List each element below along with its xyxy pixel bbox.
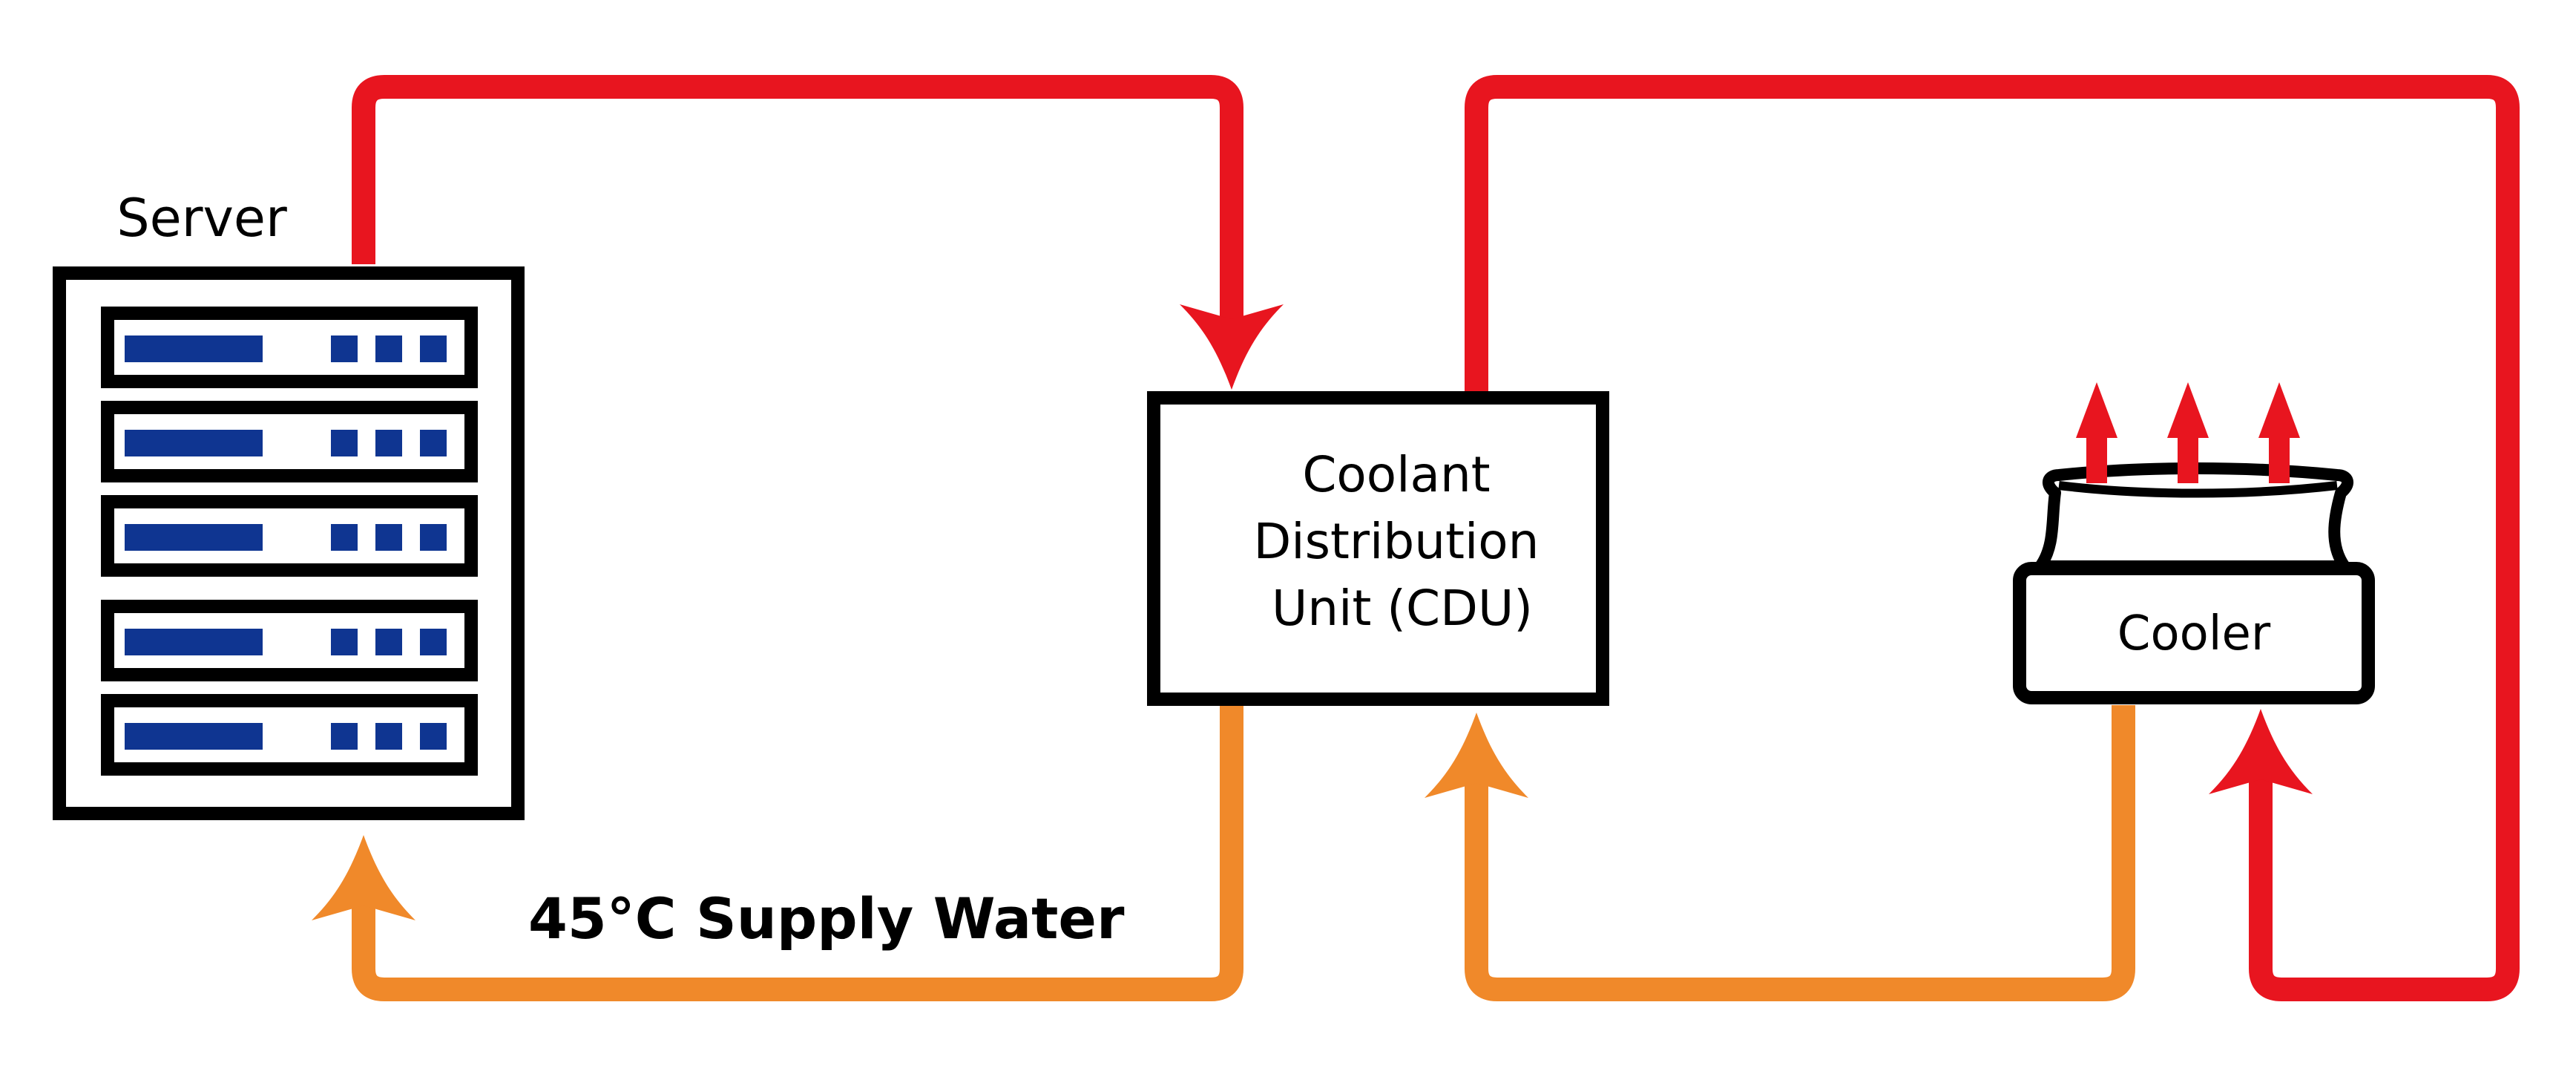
heat-release-arrow-icon <box>2076 382 2117 483</box>
cdu-box <box>1147 391 1609 706</box>
arrow-up-into-cooler-icon <box>2209 709 2313 794</box>
cooler-rim <box>2058 481 2338 498</box>
server-led <box>375 524 402 551</box>
hot-pipe-cdu-to-cooler <box>1465 75 2520 1001</box>
server-unit <box>101 694 478 776</box>
supply-pipe-cooler-to-cdu <box>1465 705 2135 1001</box>
server-led <box>375 723 402 750</box>
server-led <box>420 723 447 750</box>
server-led <box>331 723 358 750</box>
server-led <box>420 430 447 456</box>
cdu-label-line1: Coolant <box>1302 446 1490 503</box>
heat-release-arrow-icon <box>2258 382 2300 483</box>
server-led <box>420 524 447 551</box>
server-led-bar <box>125 629 263 655</box>
server-led-bar <box>125 335 263 362</box>
hot-pipe-server-to-cdu <box>352 75 1243 327</box>
supply-water-label: 45°C Supply Water <box>528 886 1125 952</box>
server-unit <box>101 401 478 482</box>
server-label: Server <box>116 188 287 249</box>
server-rack-icon <box>53 266 525 820</box>
heat-release-arrow-icon <box>2167 382 2209 483</box>
server-led <box>331 335 358 362</box>
server-led-bar <box>125 723 263 750</box>
server-led <box>375 430 402 456</box>
server-unit <box>101 495 478 577</box>
supply-pipe-cdu-to-server <box>352 705 1243 1001</box>
cooler-icon <box>2013 382 2375 704</box>
arrow-down-into-cdu-icon <box>1180 304 1284 390</box>
server-led <box>331 524 358 551</box>
server-led-bar <box>125 430 263 456</box>
cdu-label-line3: Unit (CDU) <box>1272 580 1533 637</box>
cooler-label: Cooler <box>2117 606 2271 661</box>
server-led <box>331 430 358 456</box>
arrow-up-into-cdu-icon <box>1425 713 1528 798</box>
server-unit <box>101 307 478 388</box>
server-led <box>420 629 447 655</box>
server-led <box>331 629 358 655</box>
server-unit <box>101 600 478 681</box>
server-led-bar <box>125 524 263 551</box>
server-led <box>420 335 447 362</box>
arrow-up-into-server-icon <box>312 835 415 920</box>
server-led <box>375 335 402 362</box>
cooler-body <box>2013 562 2375 704</box>
cdu-label-line2: Distribution <box>1253 513 1539 570</box>
server-led <box>375 629 402 655</box>
